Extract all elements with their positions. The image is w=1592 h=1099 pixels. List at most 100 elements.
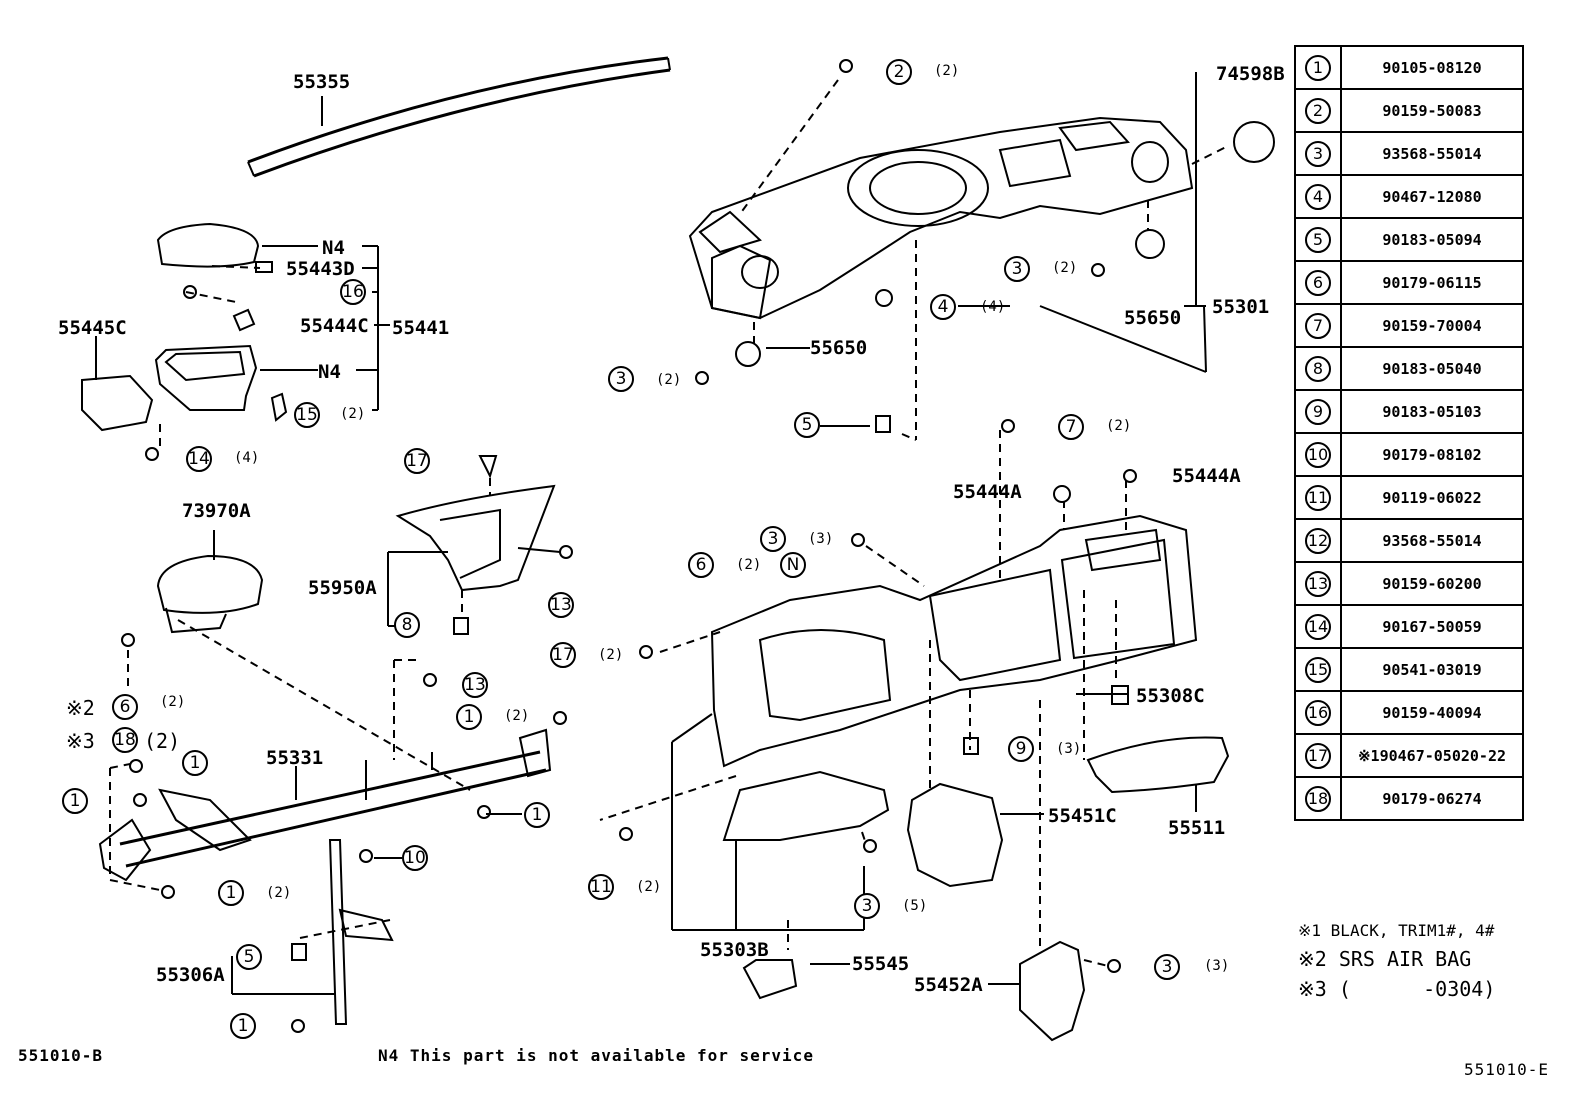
ref-number-circle: 16	[1305, 699, 1331, 726]
label-55443d: 55443D	[286, 258, 355, 280]
parts-table-ref: 6	[1294, 260, 1342, 305]
parts-table-part-number: 90159-40094	[1340, 690, 1524, 735]
callout-6-left: 6	[112, 694, 138, 720]
bracket-55441	[95, 245, 390, 411]
parts-table-part-number: 90167-50059	[1340, 604, 1524, 649]
parts-table-ref: 8	[1294, 346, 1342, 391]
parts-table-part-number: 90467-12080	[1340, 174, 1524, 219]
label-55308c: 55308C	[1136, 685, 1205, 707]
footer-note: N4 This part is not available for servic…	[378, 1046, 814, 1065]
parts-table-part-number: 90541-03019	[1340, 647, 1524, 692]
callout-7: 7	[1058, 414, 1084, 440]
ref-number-circle: 2	[1305, 97, 1331, 124]
ref-number-circle: 1	[1305, 54, 1331, 81]
parts-table-ref: 7	[1294, 303, 1342, 348]
qty-11: (2)	[636, 879, 662, 895]
parts-table-ref: 3	[1294, 131, 1342, 176]
callout-5-low: 5	[236, 944, 262, 970]
callout-3-left: 3	[608, 366, 634, 392]
upper-panel-55301	[688, 116, 1194, 320]
qty-3-bottom: (3)	[1204, 958, 1230, 974]
parts-table-ref: 1	[1294, 45, 1342, 90]
parts-table-ref: 17	[1294, 733, 1342, 778]
callout-16: 16	[340, 279, 366, 305]
qty-9: (3)	[1056, 741, 1082, 757]
note-ref-2: ※2	[66, 696, 95, 720]
parts-table-ref: 11	[1294, 475, 1342, 520]
callout-1-a: 1	[182, 750, 208, 776]
side-panel-55950a	[387, 455, 561, 627]
lower-panel-55303b	[710, 514, 1198, 1000]
parts-table-ref: 10	[1294, 432, 1342, 477]
ref-number-circle: 10	[1305, 441, 1331, 468]
parts-table-row: 17※190467-05020-22	[1294, 733, 1524, 778]
callout-1-e: 1	[230, 1013, 256, 1039]
parts-table-part-number: 90183-05094	[1340, 217, 1524, 262]
glove-box-55441	[81, 222, 288, 461]
leader-lines-dashed	[109, 79, 1229, 967]
callout-1-c: 1	[62, 788, 88, 814]
fasteners	[129, 59, 1275, 1033]
ref-number-circle: 5	[1305, 226, 1331, 253]
legend-note-3: ※3 ( -0304)	[1298, 977, 1496, 1001]
parts-table-ref: 14	[1294, 604, 1342, 649]
parts-table-ref: 15	[1294, 647, 1342, 692]
callout-3-low: 3	[854, 893, 880, 919]
parts-table-row: 4 90467-12080	[1294, 174, 1524, 219]
ref-number-circle: 3	[1305, 140, 1331, 167]
parts-table-part-number: 90179-06274	[1340, 776, 1524, 821]
qty-1-f: (2)	[266, 885, 292, 901]
callout-5-top: 5	[794, 412, 820, 438]
qty-3-left: (2)	[656, 372, 682, 388]
label-55301: 55301	[1212, 296, 1270, 318]
qty-2-top: (2)	[934, 63, 960, 79]
parts-table-row: 16 90159-40094	[1294, 690, 1524, 735]
parts-table-part-number: 90159-70004	[1340, 303, 1524, 348]
parts-table-ref: 4	[1294, 174, 1342, 219]
parts-table-part-number: 90159-50083	[1340, 88, 1524, 133]
ref-number-circle: 8	[1305, 355, 1331, 382]
parts-table-ref: 9	[1294, 389, 1342, 434]
label-n4-lid: N4	[322, 237, 345, 259]
ref-number-circle: 4	[1305, 183, 1331, 210]
legend-note-1: ※1 BLACK, TRIM1#, 4#	[1298, 921, 1495, 940]
ref-number-circle: 6	[1305, 269, 1331, 296]
qty-14: (4)	[234, 450, 260, 466]
parts-table-row: 5 90183-05094	[1294, 217, 1524, 262]
label-55441: 55441	[392, 317, 450, 339]
label-55950a: 55950A	[308, 577, 377, 599]
callout-15: 15	[294, 402, 320, 428]
diagram-code-left: 551010-B	[18, 1046, 104, 1065]
ref-number-circle: 11	[1305, 484, 1331, 511]
parts-table-ref: 13	[1294, 561, 1342, 606]
airbag-73970a	[121, 530, 264, 647]
parts-table-ref: 18	[1294, 776, 1342, 821]
ref-number-circle: 12	[1305, 527, 1331, 554]
callout-3-mid: 3	[760, 526, 786, 552]
parts-table-part-number: ※190467-05020-22	[1340, 733, 1524, 778]
label-n4-box: N4	[318, 361, 341, 383]
qty-15: (2)	[340, 406, 366, 422]
diagram-code-right: 551010-E	[1464, 1060, 1550, 1079]
label-55452a: 55452A	[914, 974, 983, 996]
label-55444a-mid: 55444A	[953, 481, 1022, 503]
moulding-55355	[247, 56, 671, 178]
label-55303b: 55303B	[700, 939, 769, 961]
label-55451c: 55451C	[1048, 805, 1117, 827]
parts-table-ref: 16	[1294, 690, 1342, 735]
callout-1-b: 1	[456, 704, 482, 730]
ref-number-circle: 18	[1305, 785, 1331, 812]
callout-6-mid: 6	[688, 552, 714, 578]
parts-table-ref: 12	[1294, 518, 1342, 563]
parts-table-part-number: 93568-55014	[1340, 518, 1524, 563]
qty-3-right: (2)	[1052, 260, 1078, 276]
qty-7: (2)	[1106, 418, 1132, 434]
